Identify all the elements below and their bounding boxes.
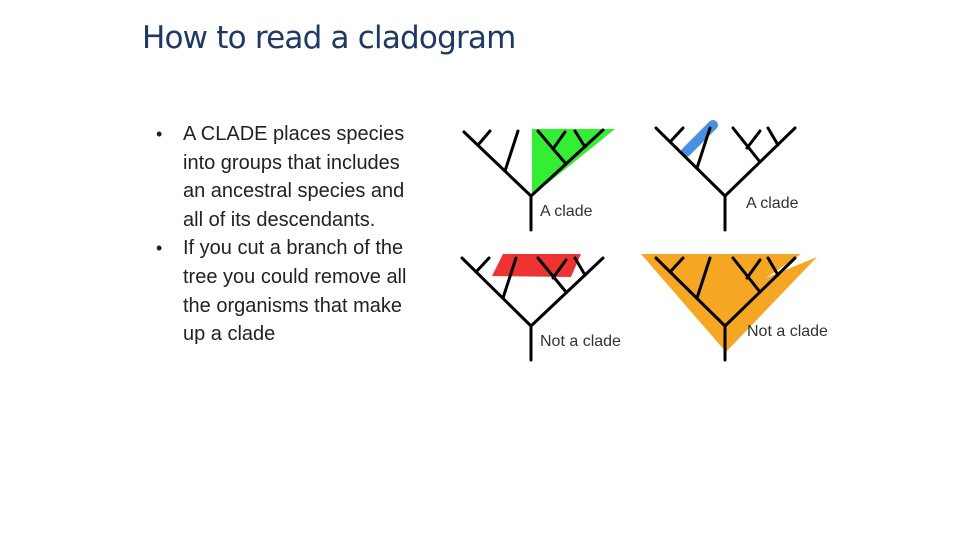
panel-label: A clade — [746, 195, 799, 212]
bullet-marker: • — [156, 238, 163, 259]
panel-label: A clade — [540, 203, 593, 220]
cladogram-panel-4: Not a clade — [641, 254, 828, 362]
panel-label: Not a clade — [747, 323, 828, 340]
slide-title: How to read a cladogram — [142, 20, 516, 56]
bullet-item: • A CLADE places species into groups tha… — [150, 120, 422, 234]
cladogram-panel-2: A clade — [654, 120, 799, 232]
bullet-text: If you cut a branch of the tree you coul… — [183, 237, 407, 346]
cladogram-diagram: A clade A clade Not a clade — [460, 120, 828, 362]
non-clade-highlight-red — [492, 254, 581, 277]
bullet-list: • A CLADE places species into groups tha… — [150, 120, 422, 349]
clade-highlight-green — [532, 129, 615, 196]
panel-label: Not a clade — [540, 333, 621, 350]
cladogram-panel-1: A clade — [462, 128, 615, 232]
bullet-marker: • — [156, 124, 163, 144]
bullet-item: • If you cut a branch of the tree you co… — [150, 234, 422, 348]
bullet-text: A CLADE places species into groups that … — [183, 123, 405, 231]
cladogram-panel-3: Not a clade — [460, 254, 621, 362]
